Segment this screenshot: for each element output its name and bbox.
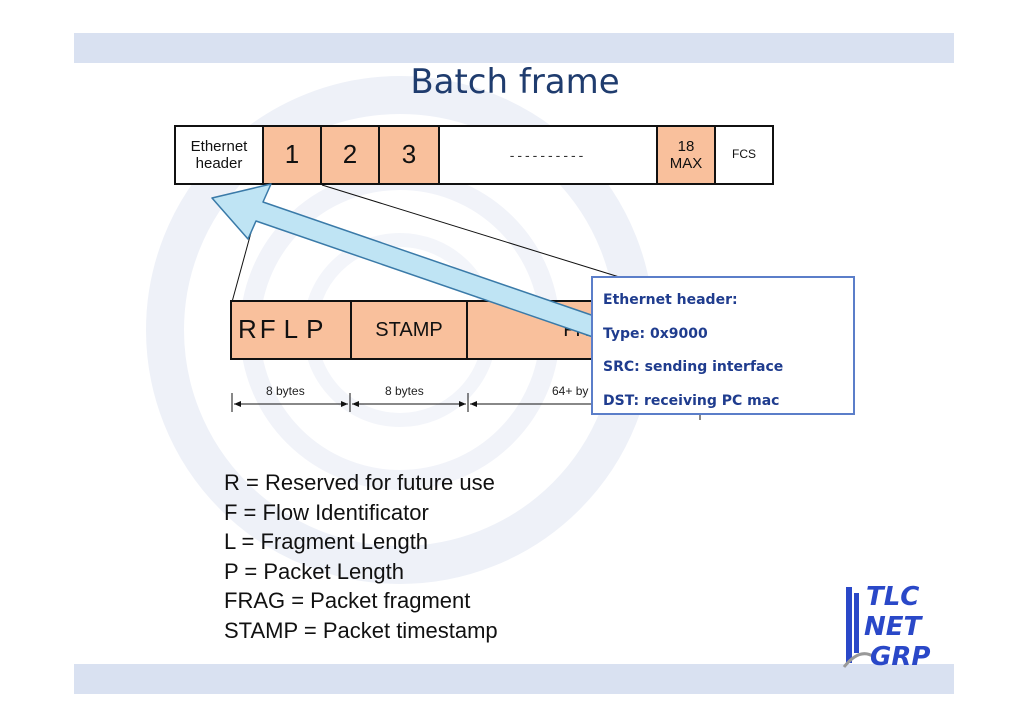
legend: R = Reserved for future use F = Flow Ide… — [224, 468, 498, 645]
header-fields-cell: R F L P — [230, 300, 352, 360]
fcs-cell: FCS — [714, 125, 774, 185]
callout-dst: DST: receiving PC mac — [603, 392, 780, 409]
stamp-cell: STAMP — [350, 300, 468, 360]
callout-src: SRC: sending interface — [603, 359, 784, 375]
top-band — [74, 33, 954, 63]
legend-item-p: P = Packet Length — [224, 558, 405, 584]
frame-cell-ellipsis: ---------- — [438, 125, 658, 185]
legend-item-r: R = Reserved for future use — [224, 470, 495, 495]
measure-label-3: 64+ by — [552, 384, 589, 398]
callout-type: Type: 0x9000 — [603, 325, 708, 342]
measure-label-2: 8 bytes — [385, 384, 424, 398]
page-title: Batch frame — [410, 62, 620, 102]
measure-label-1: 8 bytes — [266, 384, 305, 398]
frame-cell-1: 1 — [262, 125, 322, 185]
field-l: L — [283, 314, 299, 345]
frame-cell-max: 18 MAX — [656, 125, 716, 185]
ethernet-header-callout: Ethernet header: Type: 0x9000 SRC: sendi… — [591, 276, 855, 415]
bottom-band — [74, 664, 954, 694]
tlc-netgroup-logo: TLC NET GRP — [842, 582, 930, 672]
legend-item-stamp: STAMP = Packet timestamp — [224, 617, 498, 643]
field-f: F — [259, 314, 276, 345]
logo-line-3: GRP — [870, 642, 930, 672]
frame-cell-3: 3 — [378, 125, 440, 185]
callout-title: Ethernet header: — [603, 292, 738, 308]
logo-line-1: TLC — [866, 582, 919, 612]
field-r: R — [238, 314, 257, 345]
logo-line-2: NET — [864, 612, 924, 642]
field-p: P — [306, 314, 324, 345]
legend-item-f: F = Flow Identificator — [224, 499, 429, 525]
legend-item-frag: FRAG = Packet fragment — [224, 588, 471, 613]
legend-item-l: L = Fragment Length — [224, 529, 429, 554]
